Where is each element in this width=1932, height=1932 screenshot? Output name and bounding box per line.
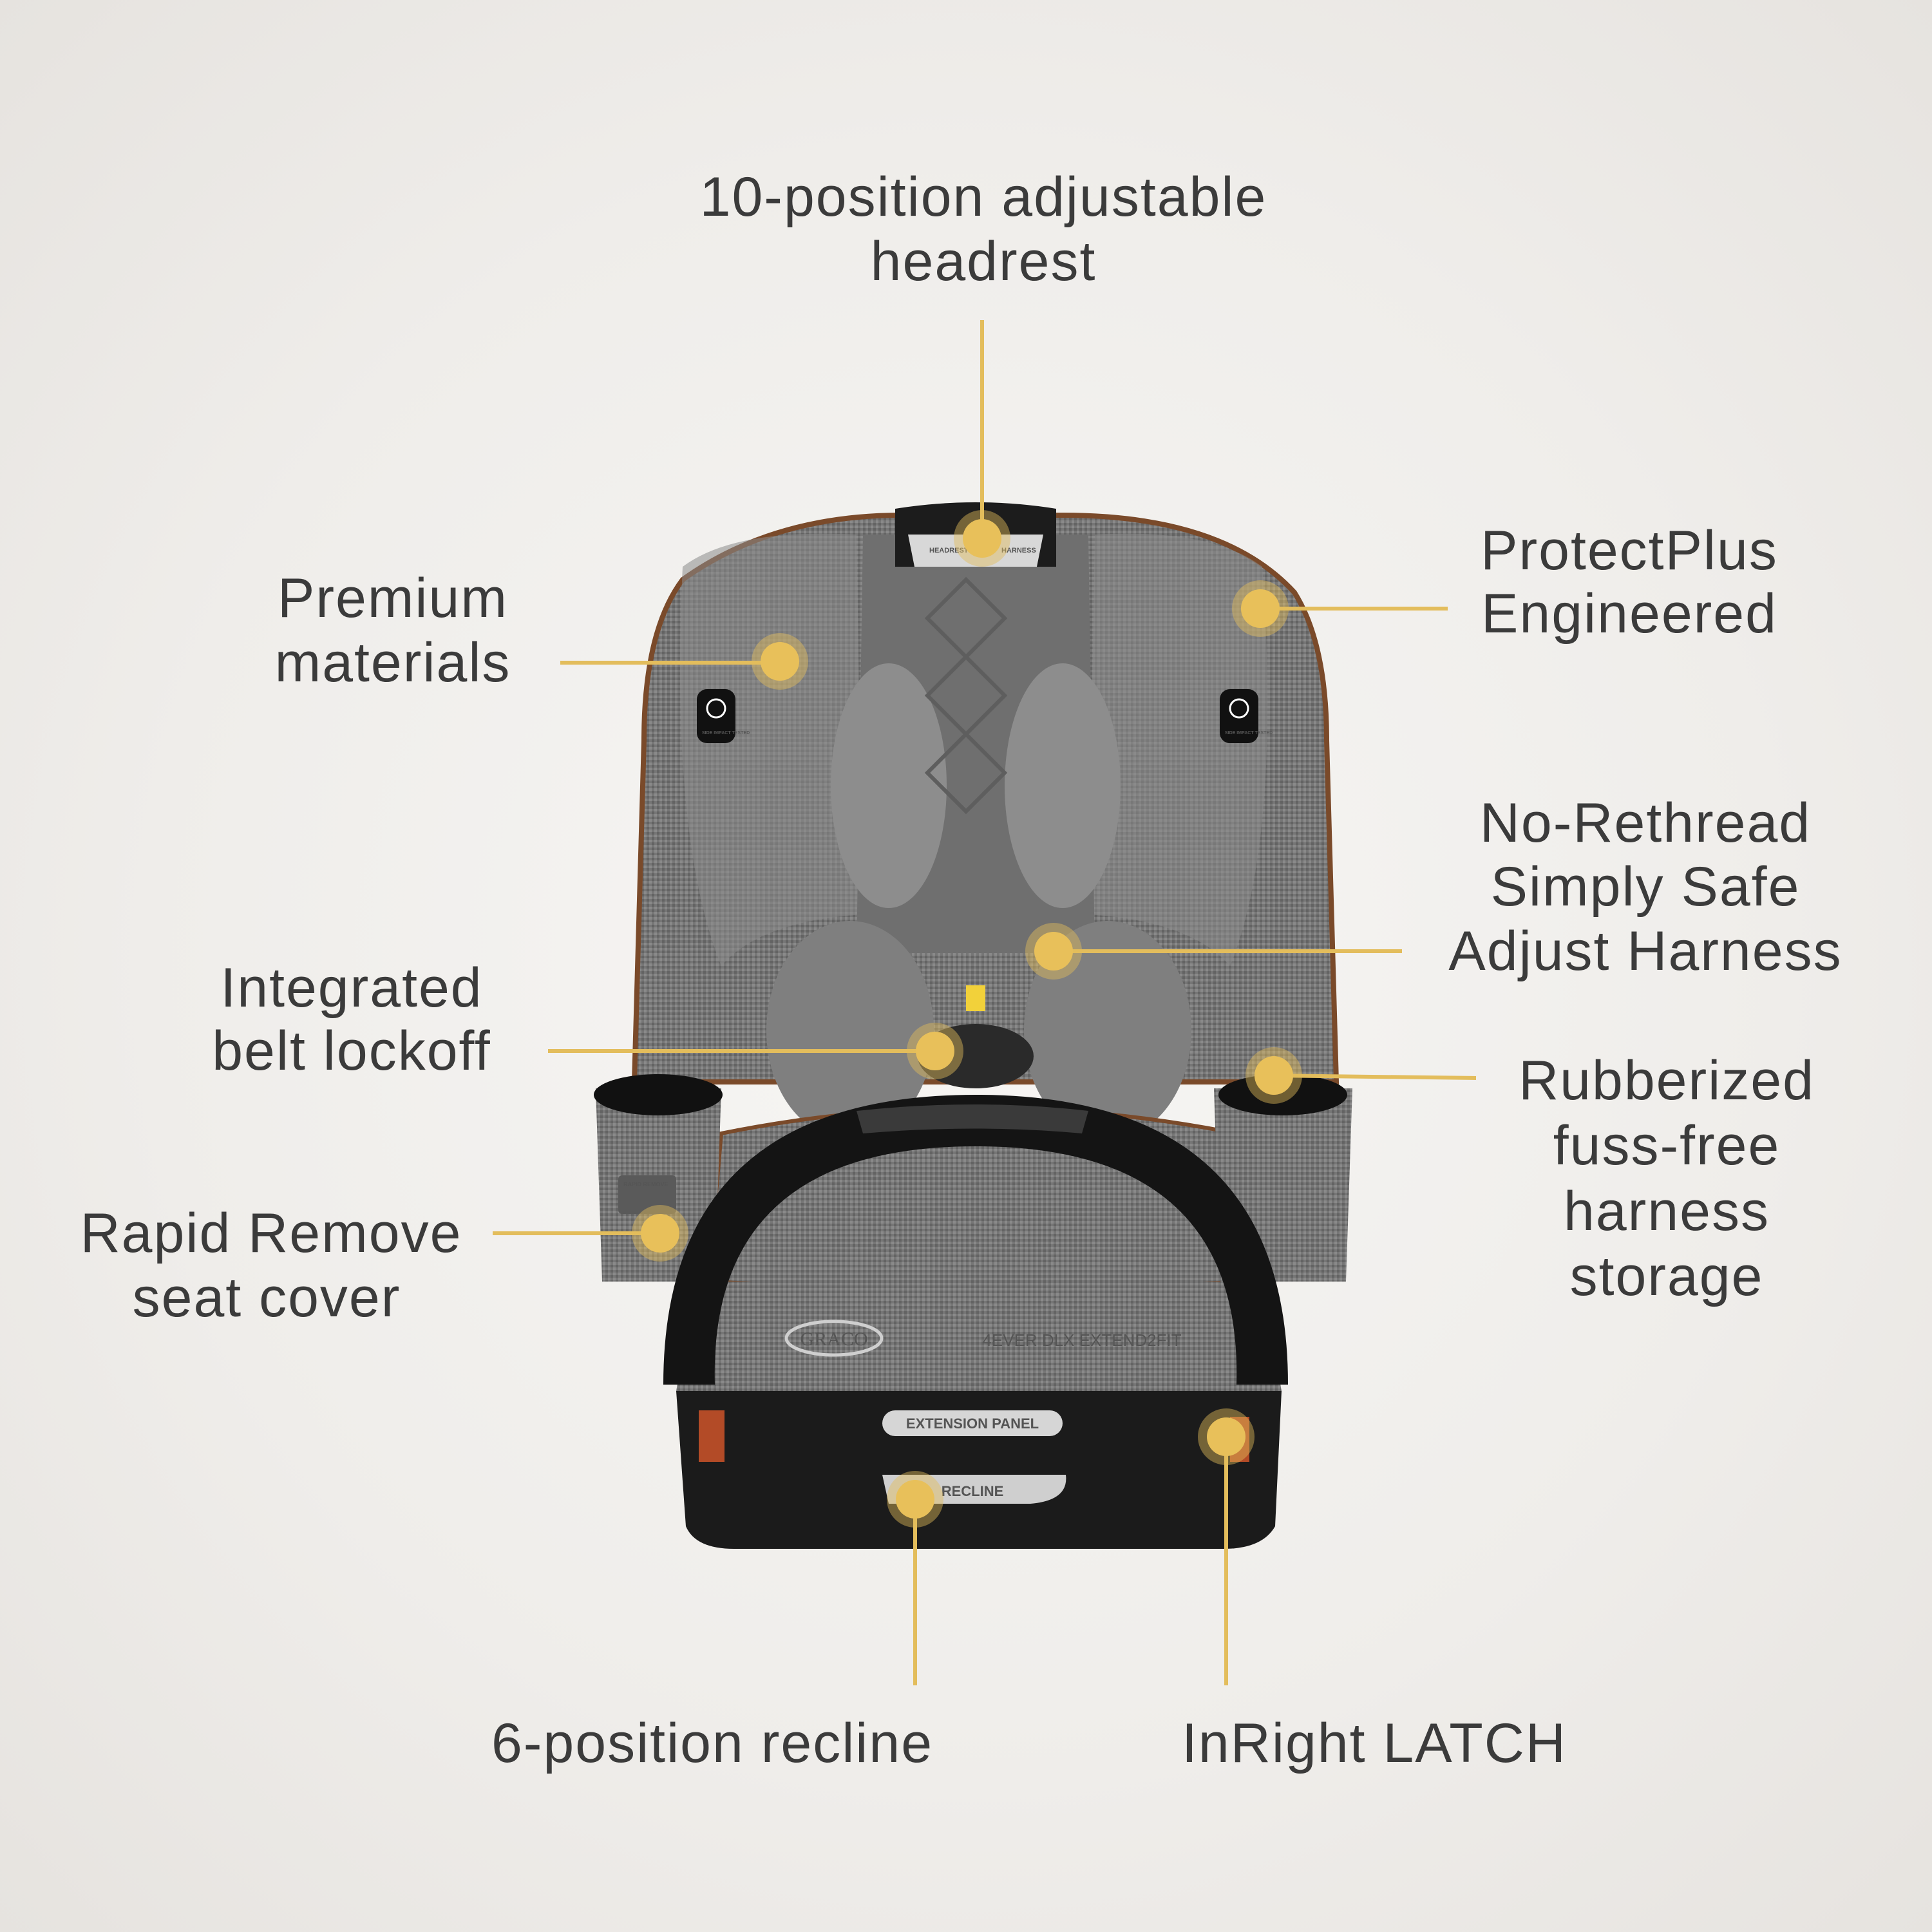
dot-headrest	[954, 510, 1010, 567]
torso-pad-left	[766, 921, 934, 1140]
callout-headrest: 10-position adjustable headrest	[700, 166, 1267, 292]
head-pad-left	[831, 663, 947, 908]
badge-background	[618, 1175, 676, 1214]
car-seat-image: HEADREST HARNESS SIDE IMPACT TESTED SIDE…	[594, 502, 1352, 1549]
dot-norethread	[1025, 923, 1082, 980]
dot-rubberized	[1245, 1047, 1302, 1104]
warning-label-left	[699, 1410, 724, 1462]
extension-panel-plate	[882, 1410, 1063, 1436]
callout-rubberized-storage: Rubberized fuss-free harness storage	[1519, 1050, 1815, 1307]
dot-lockoff	[907, 1023, 963, 1079]
callout-text: No-Rethread	[1480, 792, 1811, 854]
side-wing-left	[680, 533, 863, 966]
callout-latch: InRight LATCH	[1182, 1712, 1567, 1774]
cup-holder-opening	[594, 1074, 723, 1115]
callout-recline: 6-position recline	[491, 1712, 933, 1774]
callout-text: storage	[1570, 1245, 1764, 1307]
side-impact-badge-right: SIDE IMPACT TESTED	[1220, 689, 1273, 743]
rapid-remove-text: RAPID REMOVE	[623, 1181, 668, 1188]
callout-dots	[632, 510, 1302, 1528]
callout-text: Engineered	[1481, 583, 1777, 645]
chest-clip-tag	[966, 985, 985, 1011]
dot-latch	[1198, 1408, 1255, 1465]
extension-panel-fabric	[676, 1282, 1282, 1391]
recline-label: RECLINE	[942, 1483, 1004, 1499]
callout-text: materials	[275, 632, 511, 694]
cup-holder-opening	[1218, 1074, 1347, 1115]
callout-premium-materials: Premium materials	[275, 567, 511, 694]
dot-recline	[887, 1471, 943, 1528]
side-wing-right	[1088, 533, 1268, 966]
callout-text: Integrated	[220, 957, 482, 1019]
side-impact-badge-left: SIDE IMPACT TESTED	[697, 689, 750, 743]
callout-text: ProtectPlus	[1481, 520, 1778, 582]
callout-text: Premium	[278, 567, 508, 629]
child-icon	[1229, 698, 1249, 719]
badge-background	[697, 689, 735, 743]
brand-name: GRACO	[800, 1329, 867, 1350]
callout-text: Simply Safe	[1491, 856, 1801, 918]
line-rubberized	[1273, 1074, 1477, 1080]
callout-text: Rapid Remove	[80, 1202, 462, 1264]
side-impact-text: SIDE IMPACT TESTED	[1225, 731, 1273, 735]
model-name: 4EVER DLX EXTEND2FIT	[982, 1331, 1181, 1350]
callout-text: InRight LATCH	[1182, 1712, 1567, 1774]
callout-rapid-remove: Rapid Remove seat cover	[80, 1202, 462, 1329]
callout-protectplus: ProtectPlus Engineered	[1481, 520, 1778, 645]
callout-text: 10-position adjustable	[700, 166, 1267, 228]
child-icon	[706, 698, 726, 719]
callout-text: 6-position recline	[491, 1712, 933, 1774]
side-impact-text: SIDE IMPACT TESTED	[702, 731, 750, 735]
headrest-label-right: HARNESS	[1001, 547, 1036, 554]
dot-protectplus	[1232, 580, 1289, 637]
harness-arm-bar	[663, 1095, 1288, 1385]
callout-text: Adjust Harness	[1448, 920, 1842, 982]
callout-text: Rubberized	[1519, 1050, 1815, 1112]
seat-base	[676, 1391, 1282, 1549]
torso-pad-right	[1024, 921, 1191, 1140]
dot-premium	[752, 633, 808, 690]
callout-text: headrest	[871, 231, 1097, 292]
callout-no-rethread: No-Rethread Simply Safe Adjust Harness	[1448, 792, 1842, 982]
arm-bar-grip	[857, 1104, 1088, 1133]
headrest-label-left: HEADREST	[929, 547, 969, 554]
graco-logo: GRACO	[784, 1320, 884, 1357]
dot-rapidremove	[632, 1205, 688, 1262]
callout-text: seat cover	[133, 1267, 401, 1329]
callout-lines	[493, 320, 1477, 1685]
rapid-remove-badge: RAPID REMOVE	[618, 1175, 676, 1214]
callout-text: belt lockoff	[212, 1020, 491, 1082]
callout-belt-lockoff: Integrated belt lockoff	[212, 957, 491, 1082]
head-pad-right	[1005, 663, 1121, 908]
logo-oval	[784, 1320, 884, 1357]
callout-text: harness	[1564, 1180, 1770, 1242]
diamond-stitching	[924, 576, 1008, 815]
badge-background	[1220, 689, 1258, 743]
extension-panel-label: EXTENSION PANEL	[906, 1416, 1039, 1432]
callout-text: fuss-free	[1553, 1115, 1781, 1177]
